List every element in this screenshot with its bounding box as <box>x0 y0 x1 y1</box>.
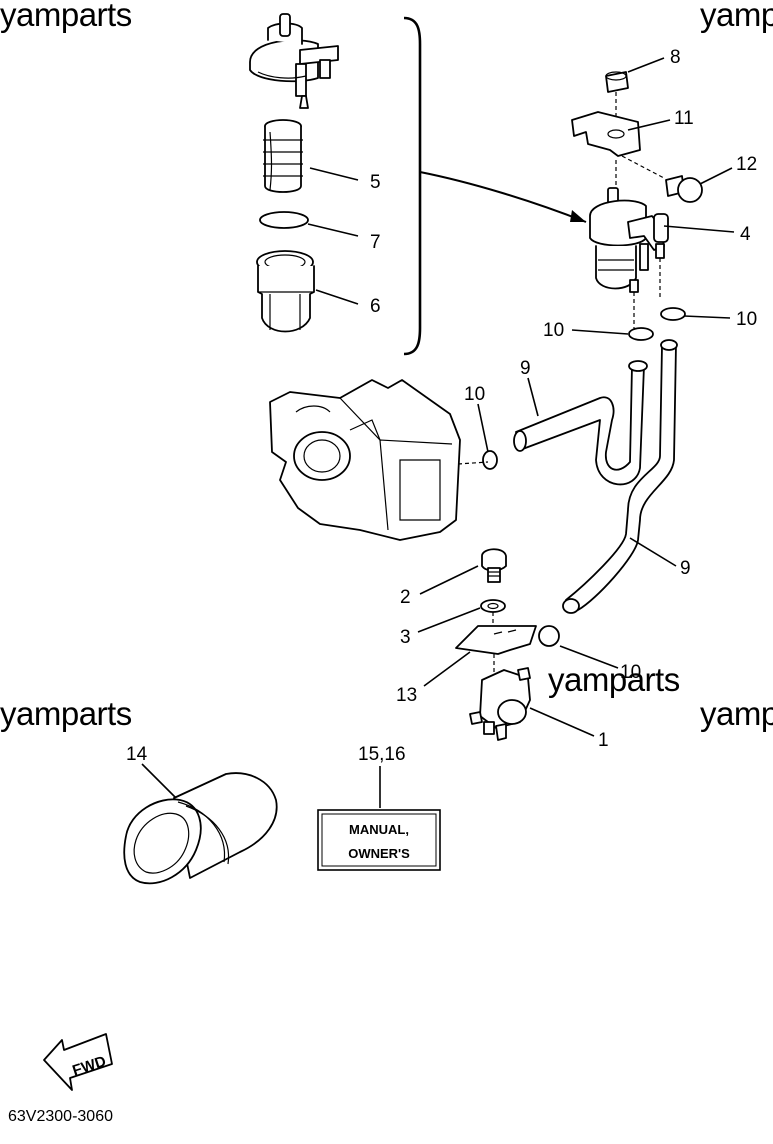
leader-line <box>571 329 629 335</box>
fwd-arrow-icon: FWD <box>43 1033 113 1091</box>
callout-15-16: 15,16 <box>358 744 406 765</box>
callout-9: 9 <box>680 558 691 579</box>
callout-1: 1 <box>598 730 609 751</box>
leader-line <box>663 225 735 233</box>
leader-line <box>627 57 665 73</box>
fuel-hose-long <box>562 339 678 614</box>
leader-line <box>527 377 539 417</box>
o-ring <box>259 211 309 229</box>
bolt <box>481 548 507 583</box>
watermark: yamp <box>700 695 773 732</box>
leader-line <box>477 403 489 453</box>
callout-10: 10 <box>543 320 564 341</box>
leader-line <box>417 607 481 633</box>
callout-7: 7 <box>370 232 381 253</box>
filter-cap-exploded <box>249 13 339 109</box>
pump-bracket <box>455 625 537 655</box>
leader-line <box>309 167 359 181</box>
hose-clip <box>482 450 498 470</box>
filter-assembly <box>589 187 669 293</box>
diagram-code: 63V2300-3060 <box>8 1108 113 1125</box>
nut <box>605 71 629 93</box>
cover-sleeve <box>123 772 278 885</box>
callout-11: 11 <box>674 108 694 129</box>
owners-manual: MANUAL, OWNER'S <box>317 809 441 871</box>
callout-10: 10 <box>620 662 641 683</box>
group-bracket <box>403 16 422 356</box>
bracket-plate <box>571 111 641 157</box>
filter-cup <box>256 250 315 333</box>
leader-line <box>419 565 479 595</box>
leader-line <box>629 537 677 567</box>
screw-axis <box>621 155 665 179</box>
leader-line <box>141 763 179 801</box>
leader-line <box>627 119 671 131</box>
assembly-arrowhead <box>570 210 586 222</box>
watermark: yamparts <box>0 0 132 33</box>
screw <box>665 175 703 203</box>
callout-10: 10 <box>736 309 757 330</box>
manual-title-line2: OWNER'S <box>348 846 410 861</box>
callout-2: 2 <box>400 587 411 608</box>
leader-line <box>529 707 595 737</box>
watermark: yamparts <box>0 695 132 732</box>
leader-line <box>683 315 731 319</box>
leader-line <box>315 289 359 305</box>
leader-line <box>559 645 619 669</box>
carburetor <box>269 379 489 541</box>
callout-8: 8 <box>670 47 681 68</box>
hose-clip <box>628 327 654 341</box>
assembly-arrow <box>419 171 587 223</box>
washer <box>480 599 506 613</box>
watermark: yamp <box>700 0 773 33</box>
callout-10: 10 <box>464 384 485 405</box>
callout-14: 14 <box>126 744 148 765</box>
leader-line <box>423 651 471 687</box>
callout-5: 5 <box>370 172 381 193</box>
fuel-hose <box>513 360 648 486</box>
filter-element <box>263 119 303 193</box>
callout-13: 13 <box>396 685 417 706</box>
callout-6: 6 <box>370 296 381 317</box>
callout-12: 12 <box>736 154 757 175</box>
callout-9: 9 <box>520 358 531 379</box>
manual-title-line1: MANUAL, <box>349 822 409 837</box>
hose-clip <box>538 625 560 647</box>
callout-3: 3 <box>400 627 411 648</box>
leader-line <box>699 167 733 185</box>
hose-clip <box>660 307 686 321</box>
leader-line <box>307 223 359 237</box>
callout-4: 4 <box>740 224 751 245</box>
fuel-pump <box>469 667 531 741</box>
